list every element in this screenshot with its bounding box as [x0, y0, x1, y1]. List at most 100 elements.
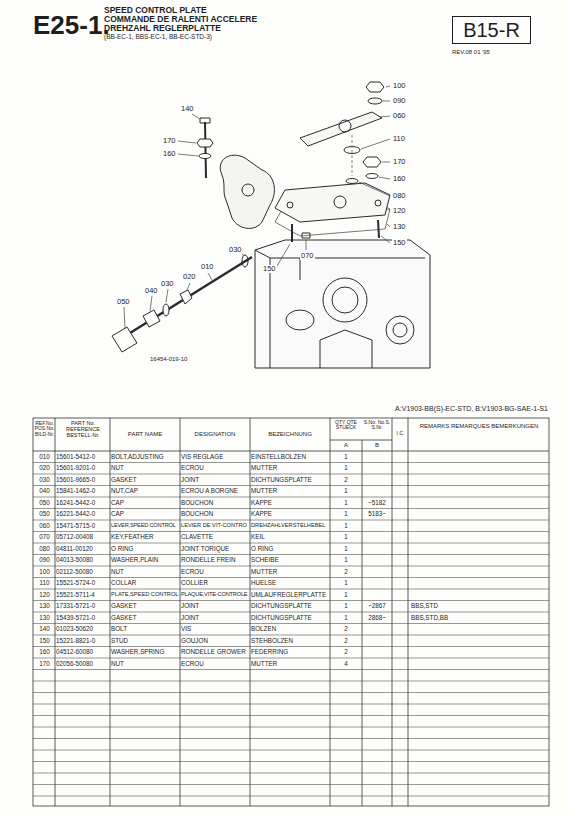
table-cell: JOINT	[181, 615, 249, 622]
table-row-line	[33, 681, 549, 682]
table-cell: SCHEIBE	[251, 557, 329, 564]
table-cell: 060	[34, 523, 55, 530]
table-row-line	[33, 692, 549, 693]
plate-hole	[287, 202, 293, 208]
table-cell: BOLZEN	[251, 626, 329, 633]
table-row-line	[33, 497, 549, 498]
table-cell: 16221-5442-0	[56, 511, 110, 518]
bore	[323, 278, 367, 322]
spring-washer	[366, 174, 378, 179]
table-cell: MUTTER	[251, 569, 329, 576]
table-cell: 100	[34, 569, 55, 576]
page-code: B15-R	[463, 19, 520, 41]
table-cell: 1	[331, 454, 361, 461]
table-cell: 020	[34, 465, 55, 472]
table-header: A	[331, 442, 361, 448]
table-cell: 170	[34, 661, 55, 668]
table-cell: NUT	[111, 569, 179, 576]
bore-inner	[393, 323, 407, 337]
callout-number: 150	[262, 265, 277, 273]
table-header: REF.No. POS.No. BILD-Nr.	[34, 421, 55, 437]
table-row-line	[33, 704, 549, 705]
table-cell: 1	[331, 546, 361, 553]
bore	[386, 316, 414, 344]
callout-number: 090	[392, 97, 407, 105]
table-cell: 120	[34, 592, 55, 599]
table-cell: 1	[331, 592, 361, 599]
table-cell: 2	[331, 569, 361, 576]
title-text: SPEED CONTROL PLATE	[104, 6, 207, 15]
table-cell: 070	[34, 534, 55, 541]
callout-number: 040	[144, 287, 159, 295]
table-cell: KEIL	[251, 534, 329, 541]
table-cell: 1	[331, 488, 361, 495]
gasket	[242, 255, 248, 267]
table-cell: FEDERRING	[251, 649, 329, 656]
table-cell: 2868~	[363, 615, 391, 622]
table-cell: WASHER,PLAIN	[111, 557, 179, 564]
table-cell: ECROU A BORGNE	[181, 488, 249, 495]
engine-block-detail	[255, 250, 425, 368]
table-row-line	[33, 623, 549, 624]
table-cell: EINSTELLBOLZEN	[251, 454, 329, 461]
callout-number: 170	[162, 137, 177, 145]
table-cell: 15521-5711-4	[56, 592, 110, 599]
table-cell: 1	[331, 615, 361, 622]
table-header: I.C.	[393, 431, 408, 436]
table-cell: 04013-50080	[56, 557, 110, 564]
table-cell: KEY,FEATHER	[111, 534, 179, 541]
table-cell: MUTTER	[251, 488, 329, 495]
governor-cover	[220, 155, 274, 228]
table-cell: ECROU	[181, 569, 249, 576]
table-cell: RONDELLE GROWER	[181, 649, 249, 656]
table-header: QTY QTE STUECK	[331, 420, 361, 431]
table-header: PART No. REFERENCE BESTELL-Nr.	[56, 421, 110, 438]
table-cell: NUT	[111, 465, 179, 472]
nut	[366, 82, 384, 92]
table-cell: 110	[34, 580, 55, 587]
table-cell: 080	[34, 546, 55, 553]
table-cell: ECROU	[181, 465, 249, 472]
nut	[180, 290, 192, 304]
table-row-line	[33, 646, 549, 647]
table-cell: 2	[331, 638, 361, 645]
cap-nut	[143, 310, 160, 327]
table-row-line	[33, 543, 549, 544]
table-header: BEZEICHNUNG	[251, 431, 329, 437]
table-cell: RONDELLE FREIN	[181, 557, 249, 564]
lever-hub	[339, 120, 351, 132]
table-cell: GASKET	[111, 615, 179, 622]
table-cell: 15841-1462-0	[56, 488, 110, 495]
callout-number: 060	[392, 112, 407, 120]
stud	[378, 220, 379, 238]
title-text: (BB-EC-1, BBS-EC-1, BB-EC-STD-3)	[104, 34, 212, 41]
nut	[197, 139, 213, 147]
table-cell: 15521-5724-0	[56, 580, 110, 587]
table-cell: DICHTUNGSPLATTE	[251, 603, 329, 610]
table-cell: VIS	[181, 626, 249, 633]
table-cell: BBS,STD,BB	[411, 615, 547, 622]
table-row-line	[33, 520, 549, 521]
table-row-line	[33, 577, 549, 578]
table-cell: BOUCHON	[181, 511, 249, 518]
cap	[112, 327, 137, 352]
callout-number: 160	[162, 150, 177, 158]
bore-inner	[332, 287, 358, 313]
callout-number: 070	[300, 252, 315, 260]
table-row-line	[33, 715, 549, 716]
spring-washer	[199, 154, 211, 159]
callout-number: 170	[392, 158, 407, 166]
callout-number: 140	[180, 105, 195, 113]
bolt	[205, 122, 206, 178]
plate-hole	[334, 196, 346, 208]
table-cell: 15221-8821-0	[56, 638, 110, 645]
table-cell: NUT,CAP	[111, 488, 179, 495]
table-row-line	[33, 773, 549, 774]
table-cell: COLLIER	[181, 580, 249, 587]
table-cell: 01023-50620	[56, 626, 110, 633]
callout-number: 080	[392, 192, 407, 200]
table-row-line	[33, 784, 549, 785]
table-row-line	[33, 669, 549, 670]
table-cell: 130	[34, 615, 55, 622]
table-cell: ~5182	[363, 500, 391, 507]
